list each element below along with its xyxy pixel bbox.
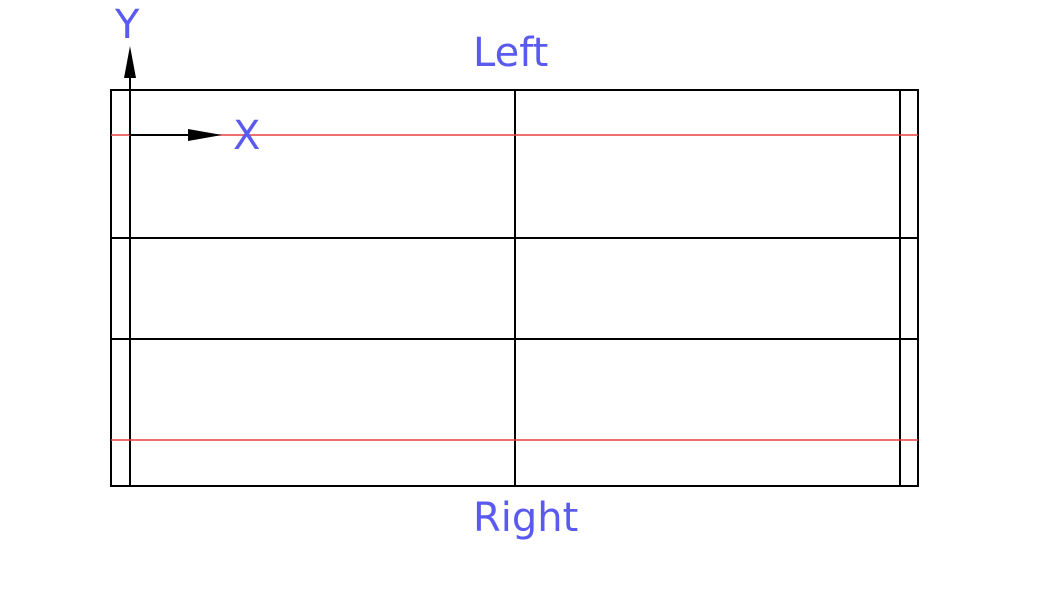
bottom-label: Right (473, 495, 579, 541)
x-axis-label: X (233, 113, 261, 159)
x-axis-arrow-icon (130, 129, 222, 141)
y-axis-arrow-icon (124, 46, 136, 135)
top-label: Left (473, 30, 549, 76)
y-axis-label: Y (115, 2, 140, 48)
